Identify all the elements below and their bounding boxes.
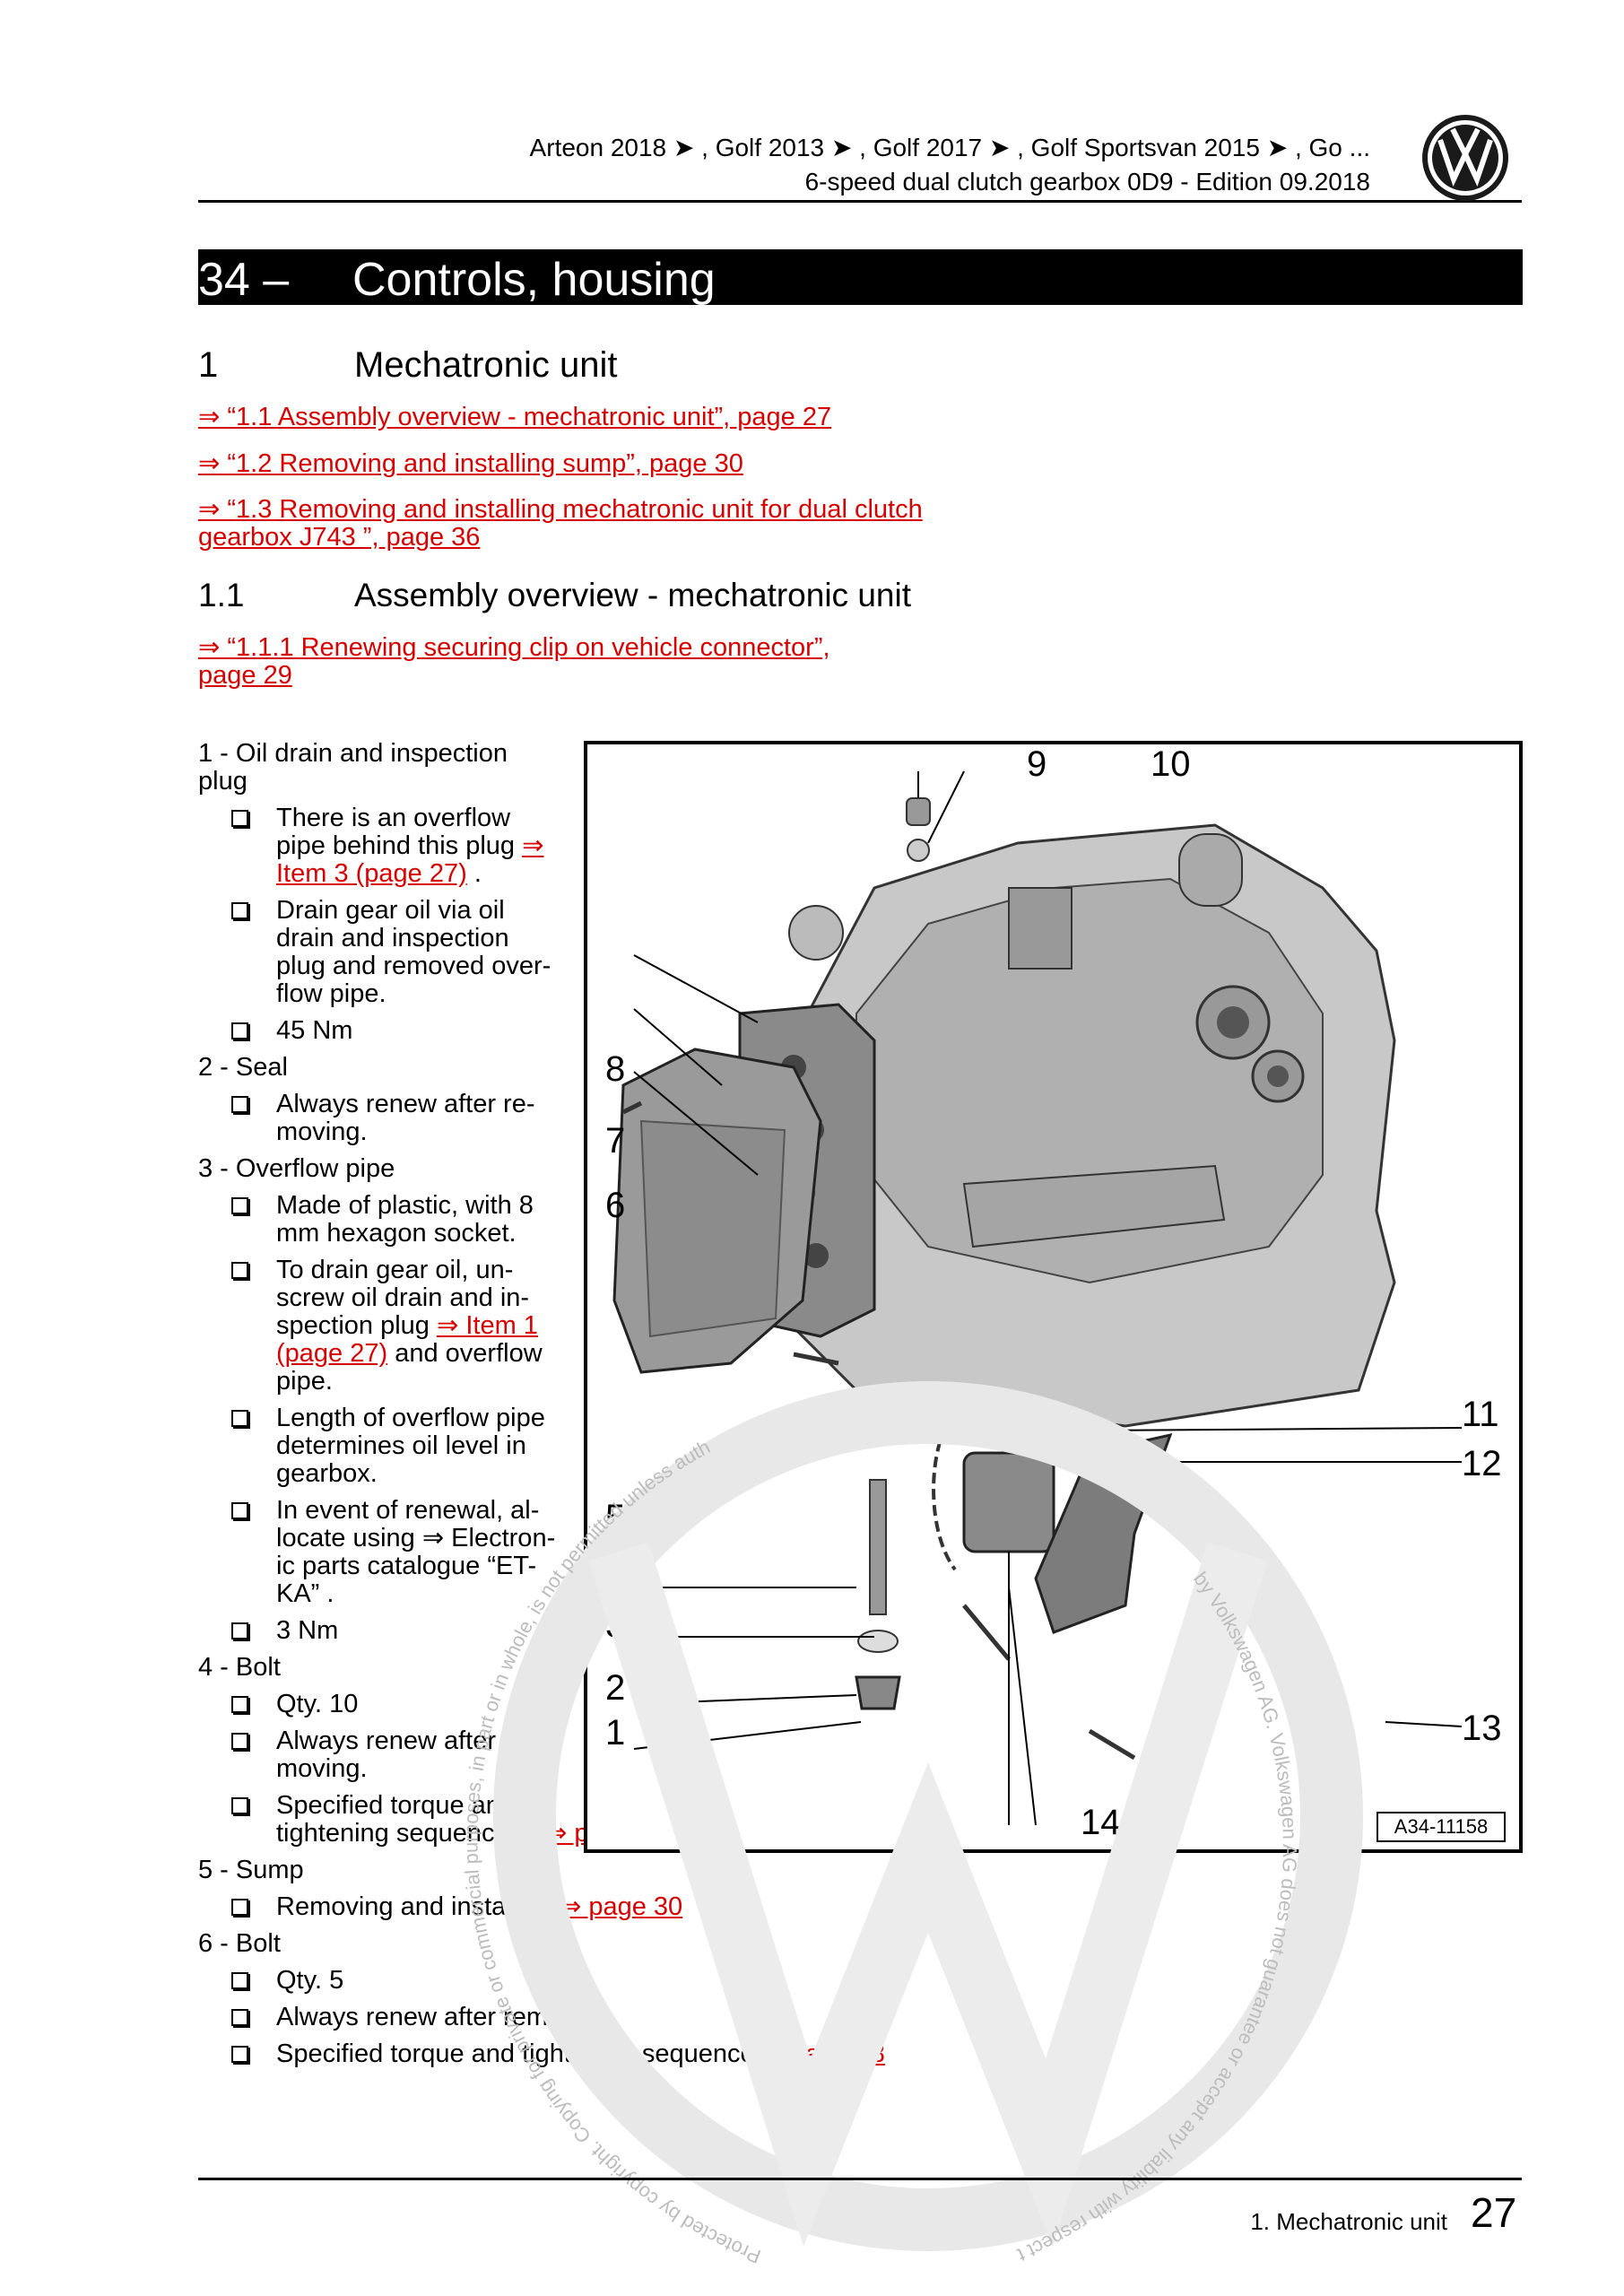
callout-9: 9 — [1027, 744, 1047, 784]
chapter-bar: 34 – Controls, housing — [198, 249, 1523, 306]
callout-4: 4 — [605, 1556, 626, 1596]
header-gearbox: 6-speed dual clutch gearbox 0D9 - Editio… — [804, 168, 1370, 196]
checkbox-icon — [231, 2009, 248, 2026]
item-6-bullet-1: Qty. 5 — [198, 1967, 850, 1995]
item-1-bullet-1: There is an overflow pipe behind this pl… — [198, 804, 563, 888]
checkbox-icon — [231, 1096, 248, 1113]
subsection-title: Assembly overview - mechatronic unit — [354, 577, 911, 613]
item-4-bullet-2: Always renew after re-moving. — [198, 1727, 563, 1783]
page-30-link[interactable]: ⇒ page 30 — [559, 1892, 683, 1921]
callout-13: 13 — [1462, 1709, 1502, 1748]
checkbox-icon — [231, 1797, 248, 1814]
item-3-link[interactable]: ⇒ Item 3 (page 27) — [276, 831, 544, 888]
callout-6: 6 — [605, 1186, 626, 1225]
item-3-bullet-2: To drain gear oil, un-screw oil drain an… — [198, 1257, 563, 1396]
chapter-title: Controls, housing — [352, 254, 716, 306]
item-3-bullet-3: Length of overflow pipe determines oil l… — [198, 1405, 563, 1488]
item-3-bullet-4: In event of renewal, al-locate using ⇒ E… — [198, 1497, 563, 1608]
checkbox-icon — [231, 1502, 248, 1519]
checkbox-icon — [231, 1410, 248, 1427]
item-6-bullet-2: Always renew after removing. — [198, 2004, 850, 2031]
vw-logo-icon — [1422, 115, 1508, 201]
checkbox-icon — [231, 1622, 248, 1639]
callout-1: 1 — [605, 1713, 626, 1752]
item-1-bullet-2: Drain gear oil via oil drain and inspect… — [198, 897, 563, 1008]
figure-reference: A34-11158 — [1376, 1812, 1506, 1842]
item-4-title: 4 - Bolt — [198, 1653, 281, 1682]
footer-rule — [198, 2178, 1522, 2180]
subsection-number: 1.1 — [198, 577, 245, 613]
item-1-link[interactable]: ⇒ Item 1 (page 27) — [276, 1311, 538, 1368]
item-4-bullet-1: Qty. 10 — [198, 1691, 563, 1718]
checkbox-icon — [231, 1197, 248, 1214]
gearbox-illustration — [612, 770, 1463, 1826]
callout-7: 7 — [605, 1121, 626, 1161]
subsection-link-securing-clip[interactable]: ⇒ “1.1.1 Renewing securing clip on vehic… — [198, 633, 830, 690]
item-5-title: 5 - Sump — [198, 1856, 304, 1884]
checkbox-icon — [231, 2046, 248, 2063]
item-3-bullet-5: 3 Nm — [198, 1617, 563, 1645]
item-5-bullet-1: Removing and installing ⇒ page 30 — [198, 1893, 832, 1921]
page-28-link[interactable]: ⇒ page 28 — [761, 2039, 885, 2068]
header-rule — [198, 200, 1522, 203]
section-link-removing-sump[interactable]: ⇒ “1.2 Removing and installing sump”, pa… — [198, 449, 743, 478]
checkbox-icon — [231, 1972, 248, 1989]
checkbox-icon — [231, 902, 248, 919]
checkbox-icon — [231, 810, 248, 827]
callout-12: 12 — [1462, 1444, 1502, 1483]
callout-10: 10 — [1151, 744, 1191, 784]
item-3-bullet-1: Made of plastic, with 8 mm hexagon socke… — [198, 1192, 563, 1248]
item-1-title: 1 - Oil drain and inspection plug — [198, 739, 508, 796]
callout-3: 3 — [605, 1605, 626, 1645]
callout-8: 8 — [605, 1049, 626, 1089]
item-3-title: 3 - Overflow pipe — [198, 1154, 395, 1183]
page-number: 27 — [1471, 2189, 1517, 2236]
callout-11: 11 — [1462, 1395, 1499, 1434]
section-link-assembly-overview[interactable]: ⇒ “1.1 Assembly overview - mechatronic u… — [198, 403, 832, 431]
item-2-title: 2 - Seal — [198, 1053, 288, 1082]
section-title: Mechatronic unit — [354, 345, 618, 385]
callout-5: 5 — [605, 1498, 626, 1537]
checkbox-icon — [231, 1262, 248, 1279]
chapter-number: 34 – — [198, 254, 290, 306]
checkbox-icon — [231, 1022, 248, 1039]
footer-section: 1. Mechatronic unit — [1250, 2208, 1447, 2235]
section-link-mechatronic-unit[interactable]: ⇒ “1.3 Removing and installing mechatron… — [198, 495, 923, 552]
callout-14: 14 — [1081, 1803, 1121, 1842]
callout-15: 15 — [1125, 1803, 1166, 1842]
callout-2: 2 — [605, 1668, 626, 1708]
item-2-bullet-1: Always renew after re-moving. — [198, 1091, 563, 1146]
section-number: 1 — [198, 345, 219, 385]
item-6-bullet-3: Specified torque and tightening sequence… — [198, 2040, 1012, 2068]
checkbox-icon — [231, 1733, 248, 1750]
checkbox-icon — [231, 1899, 248, 1916]
exploded-view-figure: 9 10 8 7 6 5 4 3 2 1 11 12 13 14 15 A34-… — [584, 741, 1523, 1853]
checkbox-icon — [231, 1696, 248, 1713]
item-6-title: 6 - Bolt — [198, 1929, 281, 1958]
item-1-bullet-3: 45 Nm — [198, 1017, 563, 1045]
header-models: Arteon 2018 ➤ , Golf 2013 ➤ , Golf 2017 … — [529, 134, 1370, 161]
